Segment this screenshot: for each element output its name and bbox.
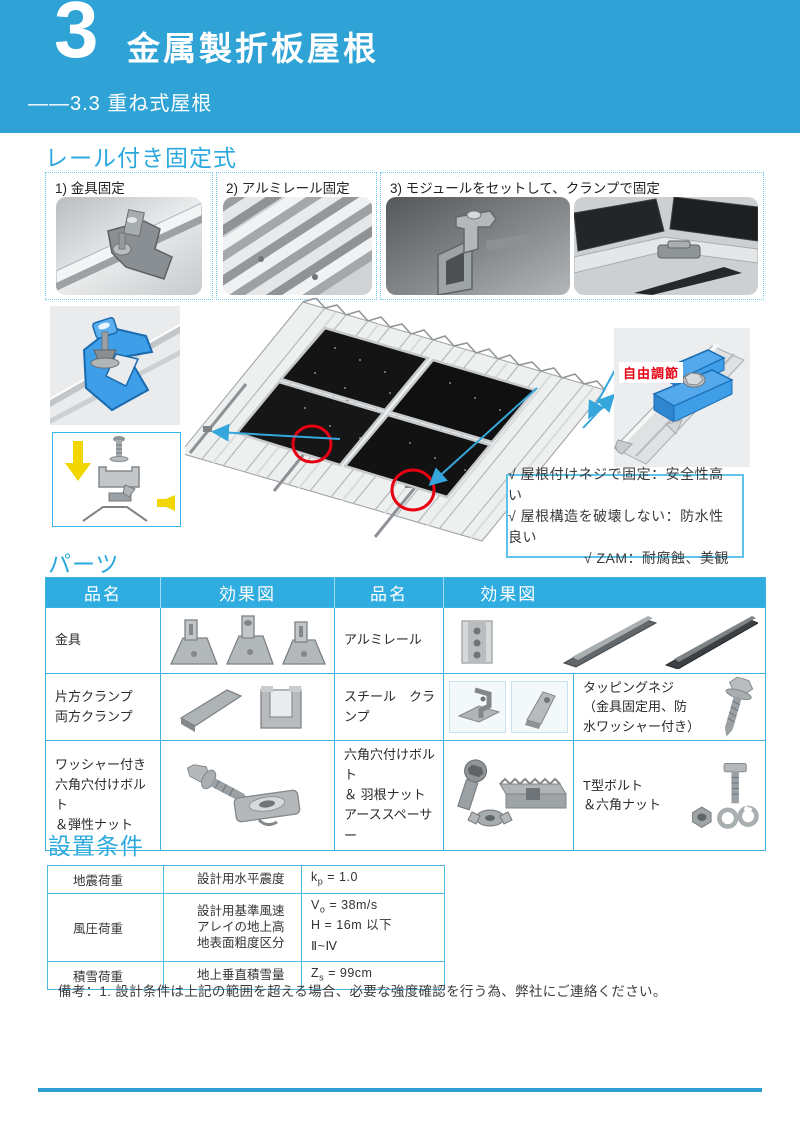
parts-row-3: ワッシャー付き六角穴付けボルト ＆弾性ナット	[45, 740, 766, 851]
load-type-cell: 地震荷重	[47, 865, 164, 894]
condition-label-cell: 地上垂直積雪量	[163, 961, 302, 990]
setup-section-title: 設置条件	[48, 833, 144, 859]
blue-bracket-detail	[50, 306, 180, 425]
col-header-name2: 品名	[334, 577, 444, 608]
step2-image	[223, 197, 372, 295]
steel-clamp-tile-1	[449, 681, 506, 733]
condition-label-cell: 設計用基準風速 アレイの地上高 地表面粗度区分	[163, 892, 302, 962]
step3-caption: 3) モジュールをセットして、クランプで固定	[390, 181, 660, 196]
steel-clamp-1	[457, 687, 500, 723]
part-name-text: T型ボルト ＆六角ナット	[583, 777, 662, 813]
step-box-1: 1) 金具固定	[45, 172, 213, 300]
benefit-item: √ 屋根付けネジで固定：安全性高い	[508, 465, 724, 503]
free-adjust-label: 自由調節	[619, 362, 684, 383]
condition-value-cell: Zs = 99cm	[301, 961, 445, 990]
step1-caption: 1) 金具固定	[55, 181, 125, 196]
remark-note: 備考：1. 設計条件は上記の範囲を超える場合、必要な強度確認を行う為、弊社にご連…	[58, 984, 667, 999]
rail-section-title: レール付き固定式	[45, 145, 237, 171]
step1-image	[56, 197, 202, 295]
t-bolt-combo: T型ボルト ＆六角ナット	[574, 756, 765, 834]
step3-image-b	[574, 197, 758, 295]
part-name-cell: アルミレール	[334, 607, 444, 674]
page-header: 3 金属製折板屋根 ——3.3 重ね式屋根	[0, 0, 800, 133]
condition-value: Ⅱ~Ⅳ	[311, 938, 338, 953]
part-figure-cell	[160, 607, 335, 674]
t-bolt-figure	[691, 763, 759, 830]
benefits-box: √ 屋根付けネジで固定：安全性高い √ 屋根構造を破壊しない：防水性良い √ Z…	[506, 466, 744, 566]
steel-clamp-2	[524, 691, 556, 729]
roof-array-illustration	[185, 298, 615, 563]
roof-array-svg	[185, 298, 615, 542]
condition-value: H = 16m 以下	[311, 918, 393, 932]
footer-rule	[38, 1088, 762, 1092]
part-figure-cell	[443, 740, 574, 851]
assembly-diagram-box	[52, 432, 181, 527]
part-name-text: タッピングネジ（金具固定用、防水ワッシャー付き）	[583, 679, 701, 734]
tapping-screw-combo: タッピングネジ（金具固定用、防水ワッシャー付き）	[574, 674, 765, 740]
condition-value-cell: kp = 1.0	[301, 865, 445, 894]
part-figure-cell	[160, 740, 335, 851]
col-header-name1: 品名	[45, 577, 161, 608]
adjustable-clamp-svg	[614, 328, 750, 467]
condition-value: kp = 1.0	[311, 870, 358, 887]
tapping-screw-figure	[724, 676, 754, 737]
part-name-cell: 金具	[45, 607, 161, 674]
earth-spacer-figure	[456, 759, 567, 827]
part-name-cell: 片方クランプ 両方クランプ	[45, 673, 161, 741]
part-combo-cell: タッピングネジ（金具固定用、防水ワッシャー付き）	[573, 673, 766, 741]
benefit-item: √ ZAM：耐腐蝕、美観	[583, 549, 729, 566]
part-figure-cell-wide	[443, 607, 766, 674]
steel-clamp-tiles	[444, 681, 573, 733]
part-name-cell: スチール クランプ	[334, 673, 444, 741]
rails-figure	[460, 615, 759, 670]
condition-label: 地表面粗度区分	[197, 936, 285, 951]
benefit-item: √ 屋根構造を破壊しない：防水性良い	[508, 507, 724, 545]
parts-row-2: 片方クランプ 両方クランプ スチール クランプ	[45, 673, 766, 741]
load-type-cell: 積雪荷重	[47, 961, 164, 990]
module-clamp-illustration	[574, 197, 758, 295]
steel-clamp-tile-2	[511, 681, 568, 733]
part-combo-cell: T型ボルト ＆六角ナット	[573, 740, 766, 851]
condition-label-cell: 設計用水平震度	[163, 865, 302, 894]
aluminum-rail-illustration	[223, 197, 372, 295]
parts-section-title: パーツ	[48, 551, 120, 577]
snow-load-row: 積雪荷重 地上垂直積雪量 Zs = 99cm	[47, 961, 445, 990]
part-figure-cell	[160, 673, 335, 741]
col-header-spacer	[573, 577, 766, 608]
brackets-figure	[169, 614, 326, 665]
wind-load-row: 風圧荷重 設計用基準風速 アレイの地上高 地表面粗度区分 Vo = 38m/s …	[47, 892, 445, 962]
condition-label: アレイの地上高	[197, 920, 285, 935]
condition-value: Zs = 99cm	[311, 966, 373, 983]
step-box-2: 2) アルミレール固定	[216, 172, 377, 300]
load-type-cell: 風圧荷重	[47, 892, 164, 962]
seismic-load-row: 地震荷重 設計用水平震度 kp = 1.0	[47, 865, 445, 894]
part-name-cell: ワッシャー付き六角穴付けボルト ＆弾性ナット	[45, 740, 161, 851]
setup-conditions-table: 地震荷重 設計用水平震度 kp = 1.0 風圧荷重 設計用基準風速 アレイの地…	[47, 865, 445, 990]
step2-caption: 2) アルミレール固定	[226, 181, 350, 196]
condition-value: Vo = 38m/s	[311, 897, 378, 915]
condition-label: 設計用水平震度	[197, 872, 285, 887]
col-header-figure1: 効果図	[160, 577, 335, 608]
col-header-figure2: 効果図	[443, 577, 574, 608]
part-name-cell: 六角穴付けボルト ＆ 羽根ナット アーススペーサー	[334, 740, 444, 851]
step-box-3: 3) モジュールをセットして、クランプで固定	[380, 172, 764, 300]
bracket-fixing-illustration	[56, 197, 202, 295]
bolt-elastic-nut-figure	[186, 764, 300, 827]
assembly-diagram	[65, 436, 175, 522]
blue-bracket-detail-image	[50, 306, 180, 425]
condition-value-cell: Vo = 38m/s H = 16m 以下 Ⅱ~Ⅳ	[301, 892, 445, 962]
chapter-number: 3	[54, 0, 99, 74]
condition-label: 地上垂直積雪量	[197, 968, 285, 983]
adjustable-clamp-image	[614, 328, 750, 467]
parts-table: 品名 効果図 品名 効果図 金具	[45, 577, 766, 851]
part-figure-cell	[443, 673, 574, 741]
parts-row-1: 金具	[45, 607, 766, 674]
condition-label: 設計用基準風速	[197, 904, 285, 919]
section-subtitle: ——3.3 重ね式屋根	[28, 93, 213, 115]
clamps-figure	[179, 686, 302, 732]
step3-image-a	[386, 197, 570, 295]
parts-header-row: 品名 効果図 品名 効果図	[45, 577, 766, 608]
chapter-title: 金属製折板屋根	[127, 30, 379, 67]
clamp-on-rail-illustration	[386, 197, 570, 295]
